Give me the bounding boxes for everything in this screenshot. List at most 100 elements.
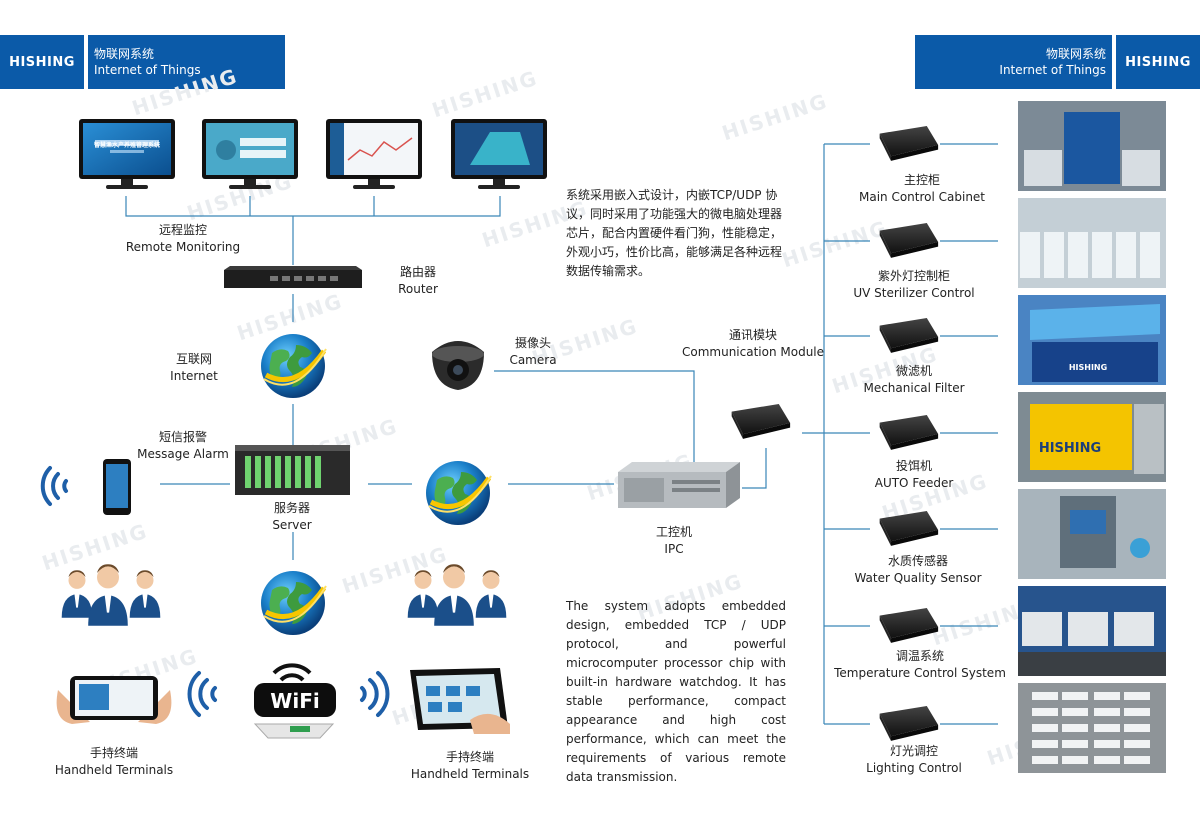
module-icon [879, 223, 939, 258]
description-cn: 系统采用嵌入式设计，内嵌TCP/UDP 协议，同时采用了功能强大的微电脑处理器芯… [566, 188, 783, 278]
label-cn: 手持终端 [445, 750, 494, 764]
label-en: Router [398, 282, 438, 296]
monitor-3 [326, 119, 422, 189]
photo-water-quality-sensor [1018, 489, 1166, 579]
right-item-label: 微滤机 Mechanical Filter [834, 363, 994, 397]
label-router: 路由器 Router [368, 264, 468, 298]
label-cn: 摄像头 [514, 336, 551, 350]
label-internet: 互联网 Internet [144, 351, 244, 385]
photo-uv-sterilizer [1018, 198, 1166, 288]
router-device [224, 266, 362, 288]
right-item-label: 灯光调控 Lighting Control [834, 743, 994, 777]
monitor-screen-title: 智慧渔水产养殖管理系统 [94, 141, 160, 149]
signal-wave-icon [51, 472, 60, 500]
module-icon [879, 608, 939, 643]
label-en: Server [272, 518, 312, 532]
label-en: Handheld Terminals [410, 767, 530, 781]
label-cn: 灯光调控 [889, 744, 938, 758]
label-cn: 路由器 [399, 265, 436, 279]
photo-mechanical-filter [1018, 295, 1166, 385]
label-handheld-left: 手持终端 Handheld Terminals [44, 745, 184, 779]
label-cn: 调温系统 [895, 649, 944, 663]
server-device [235, 445, 350, 495]
photo-main-cabinet [1018, 101, 1166, 191]
user-group-icon [61, 564, 161, 626]
label-cn: 紫外灯控制柜 [877, 269, 950, 283]
label-en: Main Control Cabinet [858, 190, 986, 204]
header-left-banner: 物联网系统 Internet of Things [88, 35, 285, 89]
header-right-title-en: Internet of Things [999, 63, 1106, 77]
internet-globe-icon [261, 334, 326, 398]
label-communication-module: 通讯模块 Communication Module [680, 327, 826, 361]
label-camera: 摄像头 Camera [493, 335, 573, 369]
connector-lines [125, 144, 825, 724]
header-left-brand: HISHING [0, 35, 84, 89]
header-right-brand: HISHING [1116, 35, 1200, 89]
header-left-title-cn: 物联网系统 [94, 47, 155, 61]
label-en: UV Sterilizer Control [853, 286, 975, 300]
internet-globe-icon [426, 461, 491, 525]
signal-wave-icon [360, 686, 367, 702]
brand-logo-text: HISHING [1125, 54, 1191, 70]
label-en: Remote Monitoring [125, 240, 241, 254]
module-icon [879, 318, 939, 353]
signal-wave-icon [187, 671, 201, 717]
monitor-4 [451, 119, 547, 189]
header-right-title-cn: 物联网系统 [1045, 47, 1106, 61]
tablet-icon [410, 668, 510, 734]
monitor-2 [202, 119, 298, 189]
signal-wave-icon [368, 678, 379, 710]
label-cn: 投饵机 [895, 459, 932, 473]
wifi-router-icon [253, 663, 336, 739]
label-en: Mechanical Filter [863, 381, 965, 395]
signal-wave-icon [210, 686, 217, 702]
label-en: Lighting Control [866, 761, 962, 775]
module-icon [879, 511, 939, 546]
label-en: Message Alarm [137, 447, 229, 461]
label-cn: 工控机 [655, 525, 692, 539]
label-en: Temperature Control System [834, 666, 1006, 680]
wifi-logo-text: WiFi [270, 689, 319, 713]
branch-lines [824, 143, 998, 725]
module-icon [879, 126, 939, 161]
header-left-title-en: Internet of Things [94, 63, 201, 77]
label-cn: 远程监控 [158, 223, 207, 237]
filter-brand-text: HISHING [1069, 363, 1107, 372]
label-cn: 服务器 [273, 501, 310, 515]
feeder-brand-text: HISHING [1039, 441, 1101, 456]
label-cn: 互联网 [175, 352, 212, 366]
signal-wave-icon [40, 466, 52, 506]
label-handheld-right: 手持终端 Handheld Terminals [400, 749, 540, 783]
brand-logo-text: HISHING [9, 54, 75, 70]
module-icon [879, 415, 939, 450]
signal-wave-icon [62, 479, 68, 493]
label-cn: 主控柜 [903, 173, 940, 187]
monitor-1 [79, 119, 175, 189]
label-ipc: 工控机 IPC [634, 524, 714, 558]
label-cn: 通讯模块 [728, 328, 777, 342]
label-en: AUTO Feeder [874, 476, 954, 490]
module-icon [879, 706, 939, 741]
communication-module-icon [731, 404, 791, 439]
label-cn: 短信报警 [158, 430, 207, 444]
label-en: Camera [509, 353, 557, 367]
right-item-label: 紫外灯控制柜 UV Sterilizer Control [834, 268, 994, 302]
handheld-phone-icon [56, 676, 172, 724]
internet-globe-icon [261, 571, 326, 635]
label-server: 服务器 Server [252, 500, 332, 534]
smartphone-icon [103, 459, 131, 515]
description-en: The system adopts embedded design, embed… [566, 599, 786, 784]
photo-auto-feeder [1018, 392, 1166, 482]
header-right-banner: 物联网系统 Internet of Things [915, 35, 1112, 89]
label-en: Communication Module [681, 345, 825, 359]
right-item-label: 水质传感器 Water Quality Sensor [838, 553, 998, 587]
label-en: Handheld Terminals [54, 763, 174, 777]
label-en: Internet [170, 369, 218, 383]
right-item-label: 调温系统 Temperature Control System [832, 648, 1008, 682]
right-item-label: 投饵机 AUTO Feeder [834, 458, 994, 492]
camera-icon [432, 341, 484, 390]
photo-lighting-control [1018, 683, 1166, 773]
right-item-label: 主控柜 Main Control Cabinet [842, 172, 1002, 206]
label-cn: 水质传感器 [887, 554, 948, 568]
label-en: IPC [664, 542, 684, 556]
